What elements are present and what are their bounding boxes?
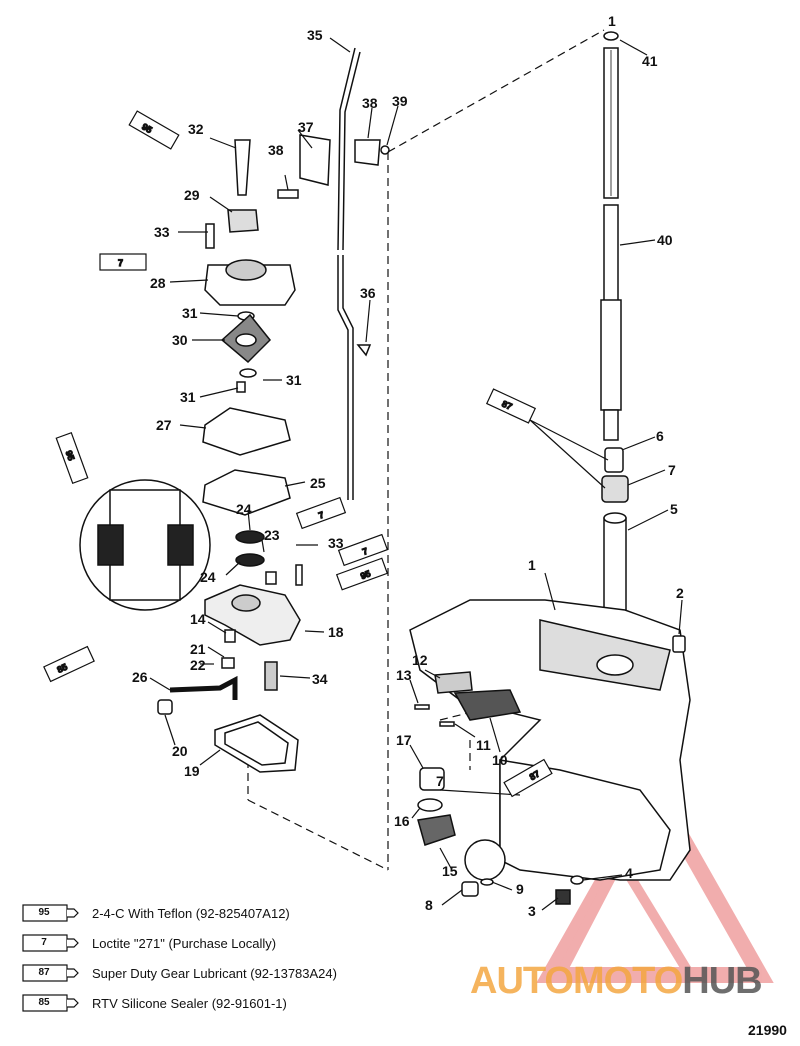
callout-33: 33	[154, 224, 170, 240]
callout-8: 8	[425, 897, 433, 913]
svg-text:85: 85	[56, 662, 69, 675]
callout-23: 23	[264, 527, 280, 543]
callout-10: 10	[492, 752, 508, 768]
callout-2: 2	[676, 585, 684, 601]
tube-7-right: 7	[337, 533, 389, 567]
callout-32: 32	[188, 121, 204, 137]
svg-text:7: 7	[118, 258, 123, 268]
tube-87-shaft: 87	[485, 388, 537, 424]
tube-icon: 7	[22, 934, 84, 952]
detail-inset	[79, 479, 211, 611]
callout-5: 5	[670, 501, 678, 517]
water-pump-parts	[157, 134, 390, 773]
callout-31b: 31	[180, 389, 196, 405]
legend-row-85: 85 RTV Silicone Sealer (92-91601-1)	[22, 988, 442, 1018]
callout-16: 16	[394, 813, 410, 829]
legend-text: Super Duty Gear Lubricant (92-13783A24)	[92, 965, 337, 981]
callout-14: 14	[190, 611, 206, 627]
callout-11: 11	[476, 737, 491, 753]
callout-24: 24	[236, 501, 252, 517]
callout-41: 41	[642, 53, 658, 69]
lube-tubes: 95 7 87 95 7 7 95 85 87	[43, 110, 553, 798]
tube-95-right: 95	[335, 557, 389, 591]
callout-28: 28	[150, 275, 166, 291]
callout-4: 4	[625, 865, 633, 881]
callout-13: 13	[396, 667, 412, 683]
legend-row-7: 7 Loctite "271" (Purchase Locally)	[22, 928, 442, 958]
tube-7-mid: 7	[295, 496, 347, 530]
callout-35: 35	[307, 27, 323, 43]
callout-7b: 7	[436, 773, 444, 789]
callout-3: 3	[528, 903, 536, 919]
callout-25: 25	[310, 475, 326, 491]
tube-icon: 95	[22, 904, 84, 922]
svg-text:87: 87	[500, 399, 513, 412]
legend-row-87: 87 Super Duty Gear Lubricant (92-13783A2…	[22, 958, 442, 988]
svg-text:95: 95	[359, 568, 372, 581]
callout-17: 17	[396, 732, 412, 748]
reference-number: 21990	[748, 1022, 787, 1038]
callout-29: 29	[184, 187, 200, 203]
gear-housing	[409, 599, 691, 881]
callout-1: 1	[528, 557, 536, 573]
callout-34: 34	[312, 671, 328, 687]
callout-33b: 33	[328, 535, 344, 551]
callout-37: 37	[298, 119, 314, 135]
tube-icon: 85	[22, 994, 84, 1012]
tube-85: 85	[43, 645, 95, 683]
legend-text: 2-4-C With Teflon (92-825407A12)	[92, 905, 290, 921]
callout-38: 38	[362, 95, 378, 111]
callout-36: 36	[360, 285, 376, 301]
legend-text: Loctite "271" (Purchase Locally)	[92, 935, 277, 951]
callout-31: 31	[182, 305, 198, 321]
callout-7: 7	[668, 462, 676, 478]
tube-icon: 87	[22, 964, 84, 982]
callout-numbers: 1 2 3 4 5 6 7 8 9 10 11 12 13 14 15 16 1…	[132, 13, 684, 919]
shift-rod	[337, 47, 361, 500]
callout-15: 15	[442, 863, 458, 879]
callout-19: 19	[184, 763, 200, 779]
callout-27: 27	[156, 417, 172, 433]
tube-7-top: 7	[99, 253, 147, 271]
callout-1b: 1	[608, 13, 616, 29]
callout-9: 9	[516, 881, 524, 897]
callout-6: 6	[656, 428, 664, 444]
callout-20: 20	[172, 743, 188, 759]
callout-30: 30	[172, 332, 188, 348]
lubricant-legend: 95 2-4-C With Teflon (92-825407A12) 7 Lo…	[22, 898, 442, 1018]
callout-26: 26	[132, 669, 148, 685]
legend-text: RTV Silicone Sealer (92-91601-1)	[92, 995, 287, 1011]
callout-24b: 24	[200, 569, 216, 585]
tube-87-lower: 87	[503, 758, 553, 798]
leader-lines	[149, 37, 683, 911]
callout-21: 21	[190, 641, 206, 657]
legend-row-95: 95 2-4-C With Teflon (92-825407A12)	[22, 898, 442, 928]
tube-95-top: 95	[128, 110, 180, 150]
watermark-triangle	[536, 773, 774, 983]
callout-22: 22	[190, 657, 206, 673]
shaft-bearings	[601, 447, 629, 614]
callout-18: 18	[328, 624, 344, 640]
callout-31c: 31	[286, 372, 302, 388]
watermark-logo: AUTOMOTOHUB	[470, 960, 763, 1002]
callout-12: 12	[412, 652, 428, 668]
lower-parts	[414, 635, 686, 905]
callout-39: 39	[392, 93, 408, 109]
callout-38b: 38	[268, 142, 284, 158]
drive-shaft	[600, 31, 622, 441]
callout-40: 40	[657, 232, 673, 248]
svg-text:7: 7	[317, 509, 325, 520]
svg-text:7: 7	[361, 546, 369, 557]
tube-95-inset: 95	[55, 431, 89, 485]
svg-text:95: 95	[64, 449, 77, 462]
